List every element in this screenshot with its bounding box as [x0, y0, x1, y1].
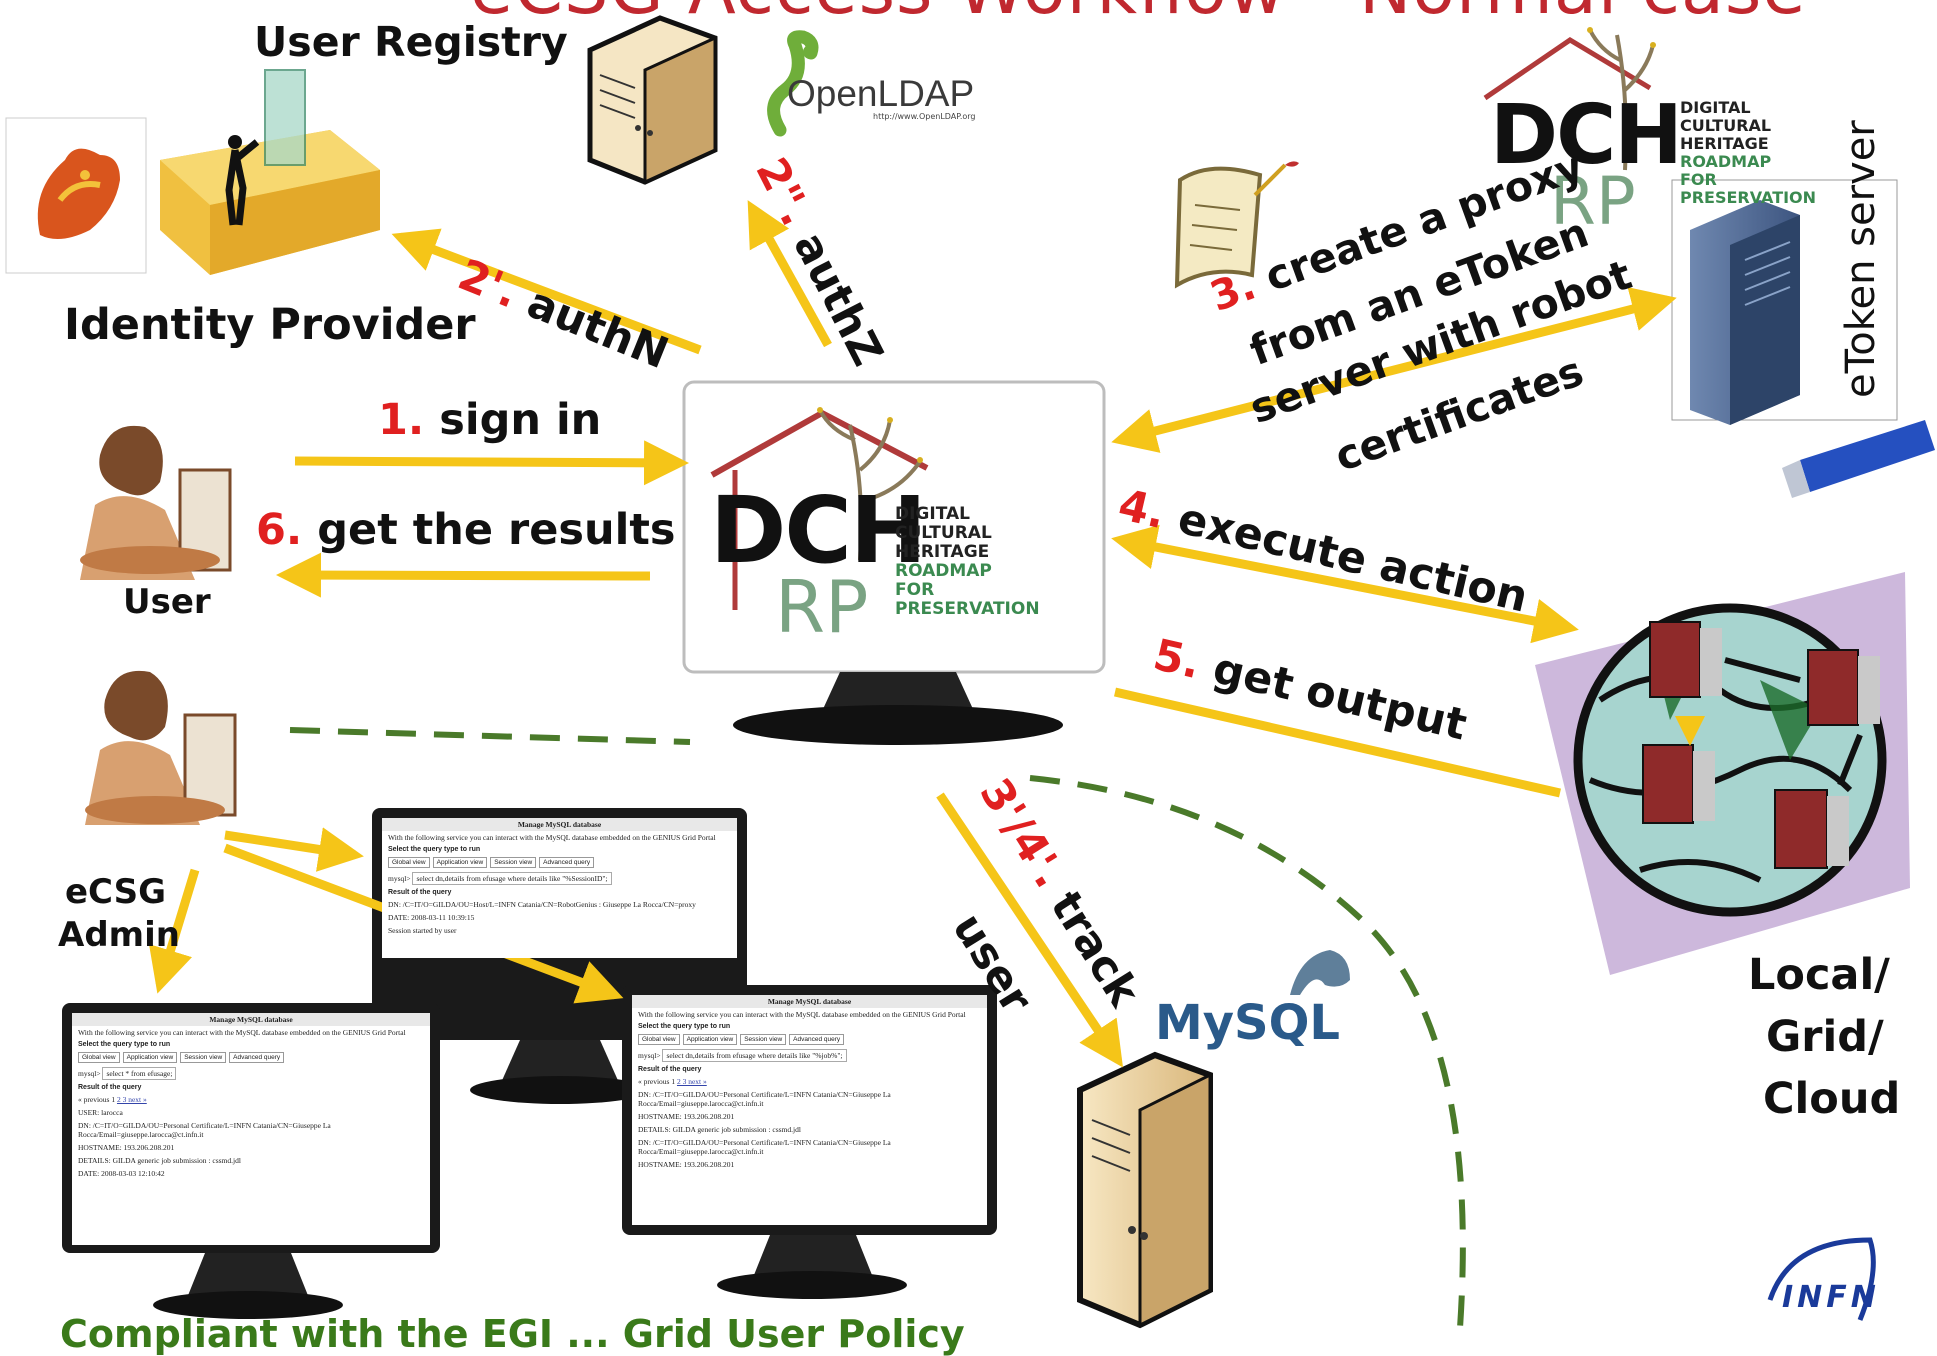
openldap-label: OpenLDAP: [787, 73, 975, 114]
certificate-scroll-icon: [1174, 161, 1299, 289]
arrow-get-output: [1114, 687, 1561, 798]
mysql-label: MySQL: [1155, 995, 1341, 1051]
dch-wordmark-topright: DCH: [1490, 88, 1683, 183]
arrow-get-results: [276, 552, 651, 598]
admin-screen-app: Manage MySQL database With the following…: [632, 995, 987, 1225]
dch-house-icon-topright: [1483, 27, 1656, 171]
shibboleth-logo-icon: [5, 117, 147, 274]
dch-wordmark: DCH: [710, 477, 927, 584]
dashed-boundary-curve: [1029, 775, 1466, 1329]
rp-wordmark-topright: RP: [1550, 163, 1636, 240]
openldap-logo-icon: [767, 30, 819, 137]
usb-token-icon: [1782, 420, 1935, 498]
ecsg-admin-label-2: Admin: [58, 915, 180, 955]
arrow-authn: [391, 228, 702, 355]
arrow-track-user: [936, 792, 1124, 1068]
pager-next-link-2[interactable]: 2 3 next »: [676, 1077, 707, 1086]
arrow-sign-in: [294, 440, 689, 486]
admin-screen-global: Manage MySQL database With the following…: [72, 1013, 430, 1245]
identity-provider-box-icon: [160, 69, 380, 275]
rp-wordmark: RP: [775, 565, 869, 649]
user-label: User: [123, 582, 211, 622]
infn-label: INFN: [1782, 1280, 1880, 1315]
step-6-label: 6. get the results: [256, 505, 676, 555]
user-figure-icon: [80, 425, 232, 580]
dch-tagline-topright: DIGITAL CULTURAL HERITAGE ROADMAP FOR PR…: [1680, 98, 1817, 207]
dch-rp-brand-central: DCH RP DIGITAL CULTURAL HERITAGE ROADMAP…: [710, 477, 1040, 649]
dashed-separator-line: [289, 727, 691, 745]
step-1-label: 1. sign in: [378, 395, 602, 445]
identity-provider-label: Identity Provider: [64, 300, 476, 350]
mysql-server-icon: [1077, 1051, 1213, 1329]
globe-cloud-icon: [1535, 572, 1910, 975]
admin-figure-icon: [85, 670, 237, 825]
bottom-caption: Compliant with the EGI ... Grid User Pol…: [60, 1312, 965, 1356]
pager-next-link[interactable]: 2 3 next »: [116, 1095, 147, 1104]
etoken-server-label: eToken server: [1838, 120, 1884, 398]
arrow-authz: [747, 200, 832, 348]
infn-logo-arc-icon: [1767, 1237, 1876, 1321]
admin-screen-session: Manage MySQL database With the following…: [382, 818, 737, 958]
openldap-url: http://www.OpenLDAP.org: [873, 112, 976, 121]
mysql-dolphin-icon: [1290, 950, 1350, 995]
central-monitor-icon: [682, 380, 1106, 745]
dch-rp-brand-topright: DCH RP DIGITAL CULTURAL HERITAGE ROADMAP…: [1490, 88, 1816, 240]
dch-house-icon: [710, 407, 929, 610]
arrow-admin-monitor-1: [224, 827, 364, 872]
user-registry-label: User Registry: [254, 18, 568, 66]
local-grid-cloud-label-1: Local/: [1748, 950, 1890, 1000]
ecsg-admin-label-1: eCSG: [65, 872, 167, 912]
arrow-admin-monitor-2: [148, 868, 200, 994]
diagram-title: eCSG Access Workflow - Normal case: [470, 0, 1806, 30]
user-registry-server-icon: [587, 15, 718, 185]
etoken-server-icon: [1671, 179, 1898, 425]
arrow-create-proxy: [1111, 287, 1677, 453]
dch-tagline: DIGITAL CULTURAL HERITAGE ROADMAP FOR PR…: [895, 504, 1040, 619]
local-grid-cloud-label-3: Cloud: [1763, 1074, 1901, 1124]
arrow-execute-action: [1111, 524, 1579, 644]
local-grid-cloud-label-2: Grid/: [1766, 1012, 1884, 1062]
